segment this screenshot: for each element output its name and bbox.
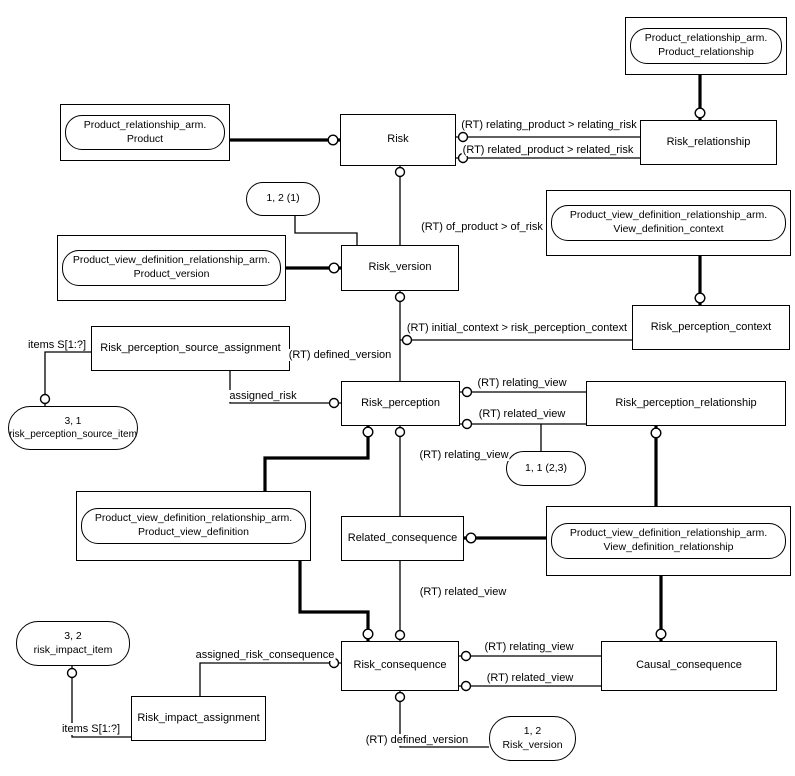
- edge-pvd-to-riskconsequence: [298, 561, 370, 641]
- edge-label-relating-product: (RT) relating_product > relating_risk: [460, 119, 638, 131]
- extref-schema-name: Product_relationship_arm.: [83, 118, 207, 131]
- extref-entity-name: Product: [126, 132, 164, 145]
- entity-risk-consequence: Risk_consequence: [341, 641, 459, 691]
- entity-risk-version: Risk_version: [341, 245, 459, 291]
- edge-label-defined-version-consequence: (RT) defined_version: [364, 734, 470, 746]
- entity-label: Risk_consequence: [353, 659, 447, 672]
- extref-view-definition-context: Product_view_definition_relationship_arm…: [546, 190, 791, 256]
- edge-label-defined-version-perception: (RT) defined_version: [287, 349, 393, 361]
- extref-entity-name: Product_relationship: [658, 46, 754, 58]
- edge-label-assigned-risk: assigned_risk: [228, 390, 298, 402]
- pageref-label: 1, 1 (2,3): [524, 461, 568, 474]
- extref-entity-name: Product_version: [133, 268, 210, 280]
- extref-schema-name: Product_relationship_arm.: [644, 32, 768, 45]
- edge-label-relating-view-causal: (RT) relating_view: [483, 641, 575, 653]
- entity-risk-perception-source-assignment: Risk_perception_source_assignment: [91, 326, 290, 371]
- extref-product-version: Product_view_definition_relationship_arm…: [57, 235, 286, 301]
- entity-risk-impact-assignment: Risk_impact_assignment: [131, 696, 266, 741]
- entity-risk-perception-relationship: Risk_perception_relationship: [586, 381, 786, 426]
- edge-label-of-product: (RT) of_product > of_risk: [420, 221, 544, 233]
- pageref-name: Risk_version: [502, 738, 563, 751]
- extref-entity-name: View_definition_context: [613, 223, 724, 235]
- attribute-end-circles: [39, 107, 706, 703]
- entity-related-consequence: Related_consequence: [341, 516, 464, 561]
- edge-label-assigned-risk-consequence: assigned_risk_consequence: [194, 649, 336, 661]
- entity-risk-relationship: Risk_relationship: [640, 120, 777, 165]
- extref-product-relationship: Product_relationship_arm. Product_relati…: [625, 17, 787, 75]
- pageref-1-1-2-3: 1, 1 (2,3): [506, 451, 586, 486]
- edge-defined-version-rcq: [399, 691, 489, 748]
- edge-assigned-risk-consequence: [199, 662, 341, 696]
- edge-pvd-to-riskperception: [263, 426, 370, 491]
- entity-label: Risk_impact_assignment: [137, 711, 260, 724]
- entity-risk-perception-context: Risk_perception_context: [632, 305, 790, 350]
- pageref-1-2-risk-version: 1, 2 Risk_version: [489, 716, 576, 761]
- extref-product-view-definition: Product_view_definition_relationship_arm…: [76, 491, 311, 561]
- extref-schema-name: Product_view_definition_relationship_arm…: [72, 254, 271, 267]
- entity-label: Risk_perception_context: [650, 320, 772, 333]
- edge-items-impact: [71, 666, 131, 738]
- pageref-3-1-risk-perception-source-item: 3, 1 risk_perception_source_item: [8, 406, 138, 450]
- entity-risk-perception: Risk_perception: [341, 381, 460, 426]
- pageref-name: risk_impact_item: [33, 643, 113, 656]
- edge-label-items-impact: items S[1:?]: [60, 723, 122, 735]
- pageref-number: 1, 2: [523, 724, 542, 737]
- extref-entity-name: View_definition_relationship: [603, 541, 734, 553]
- edge-label-related-view-rpr: (RT) related_view: [477, 408, 567, 420]
- entity-label: Risk_version: [368, 261, 432, 274]
- pageref-number: 3, 2: [64, 629, 82, 642]
- edge-label-relating-view-rpr: (RT) relating_view: [476, 377, 568, 389]
- edge-label-related-product: (RT) related_product > related_risk: [461, 144, 635, 156]
- extref-product-stadium: Product_relationship_arm. Product: [65, 114, 225, 151]
- edge-label-initial-context: (RT) initial_context > risk_perception_c…: [405, 322, 629, 334]
- entity-label: Related_consequence: [347, 531, 458, 544]
- entity-label: Risk_perception: [361, 396, 440, 409]
- extref-schema-name: Product_view_definition_relationship_arm…: [569, 527, 768, 540]
- entity-label: Risk_perception_relationship: [615, 396, 757, 409]
- extref-product-view-definition-stadium: Product_view_definition_relationship_arm…: [81, 508, 306, 544]
- extref-product-version-stadium: Product_view_definition_relationship_arm…: [62, 250, 281, 286]
- extref-schema-name: Product_view_definition_relationship_arm…: [569, 209, 768, 222]
- pageref-number: 3, 1: [64, 416, 82, 427]
- entity-label: Risk: [387, 133, 409, 146]
- edge-pageref-1-2-connector: [294, 216, 358, 245]
- entity-causal-consequence: Causal_consequence: [601, 641, 777, 691]
- pageref-3-2-risk-impact-item: 3, 2 risk_impact_item: [16, 621, 130, 666]
- extref-view-definition-context-stadium: Product_view_definition_relationship_arm…: [551, 205, 786, 241]
- pageref-label: 1, 2 (1): [266, 192, 300, 205]
- edge-label-items-source: items S[1:?]: [26, 339, 88, 351]
- extref-schema-name: Product_view_definition_relationship_arm…: [94, 512, 293, 525]
- pageref-1-2-1: 1, 2 (1): [246, 182, 320, 216]
- extref-product-relationship-stadium: Product_relationship_arm. Product_relati…: [630, 28, 782, 64]
- edge-label-relating-view-related-consequence: (RT) relating_view: [418, 449, 510, 461]
- extref-view-definition-relationship: Product_view_definition_relationship_arm…: [546, 506, 791, 576]
- edge-items-source: [44, 351, 91, 406]
- entity-risk: Risk: [340, 114, 456, 166]
- entity-label: Causal_consequence: [636, 659, 742, 672]
- extref-view-definition-relationship-stadium: Product_view_definition_relationship_arm…: [551, 523, 786, 559]
- pageref-name: risk_perception_source_item: [9, 429, 137, 440]
- extref-entity-name: Product_view_definition: [138, 526, 249, 538]
- entity-label: Risk_relationship: [666, 135, 751, 148]
- extref-product: Product_relationship_arm. Product: [60, 104, 230, 161]
- edge-label-related-view-related-consequence: (RT) related_view: [418, 586, 508, 598]
- edge-assigned-risk: [229, 371, 341, 404]
- entity-label: Risk_perception_source_assignment: [100, 341, 281, 354]
- thin-edges: [44, 136, 640, 748]
- edge-label-related-view-causal: (RT) related_view: [485, 672, 575, 684]
